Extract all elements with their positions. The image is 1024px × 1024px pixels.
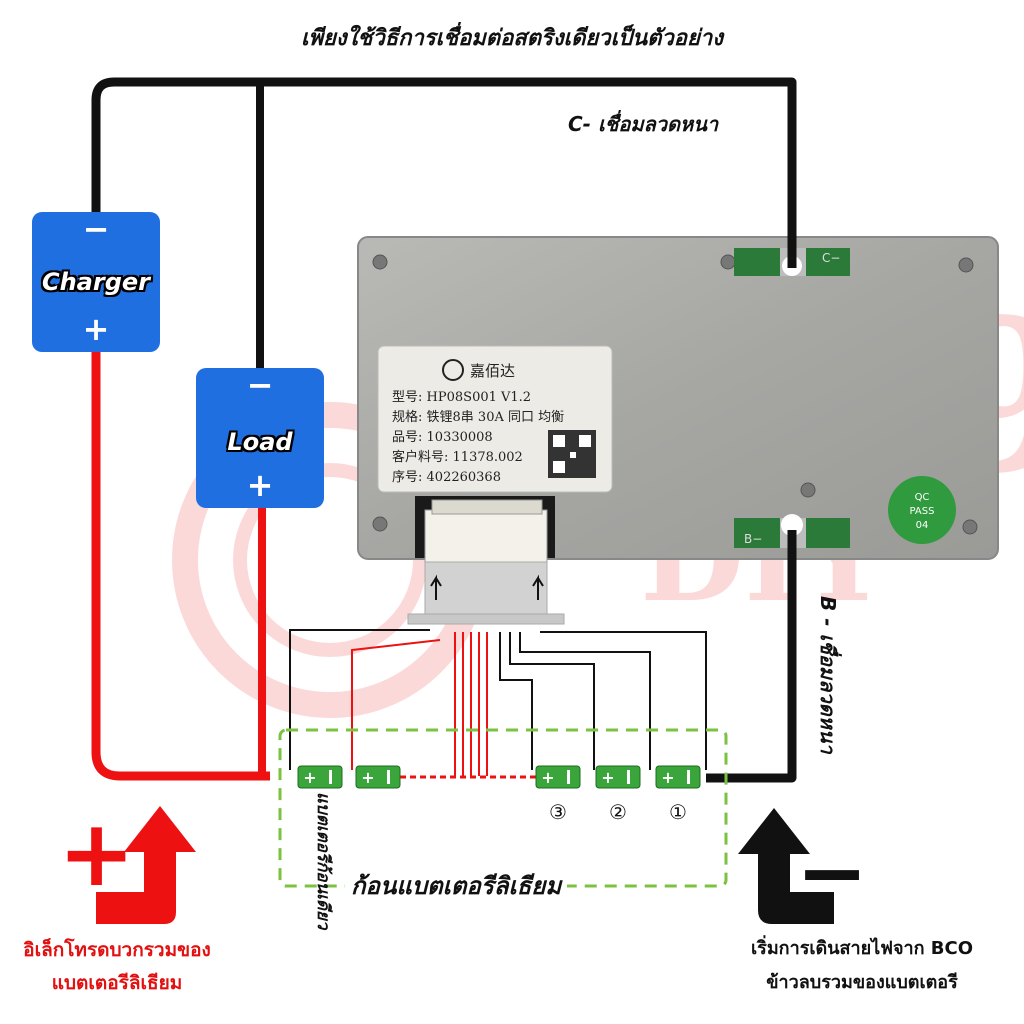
load-plus: + bbox=[246, 466, 274, 504]
red-up-arrow-icon bbox=[96, 806, 196, 924]
cell-number-2: ② bbox=[609, 800, 627, 824]
svg-text:B−: B− bbox=[744, 532, 762, 546]
positive-note: อิเล็กโทรดบวกรวมของ แบตเตอรีลิเธียม bbox=[4, 934, 230, 1000]
bco-note-line-2: ข้าวลบรวมของแบตเตอรี bbox=[766, 972, 958, 993]
cell-2: + bbox=[355, 765, 401, 789]
cells: + + + + + bbox=[297, 765, 701, 789]
bco-note-line-1: เริ่มการเดินสายไฟจาก BCO bbox=[751, 938, 973, 959]
load-minus: − bbox=[246, 366, 274, 404]
svg-text:+: + bbox=[361, 768, 374, 787]
cell-5: + bbox=[655, 765, 701, 789]
c-minus-label: C- เชื่อมลวดหนา bbox=[568, 112, 719, 136]
page-title: เพียงใช้วิธีการเชื่อมต่อสตริงเดียวเป็นตั… bbox=[301, 26, 723, 51]
bco-note: เริ่มการเดินสายไฟจาก BCO ข้าวลบรวมของแบต… bbox=[712, 932, 1012, 1000]
pack-outline bbox=[278, 728, 728, 888]
charger-plus: + bbox=[82, 310, 110, 348]
plate-row: 序号: 402260368 bbox=[392, 470, 501, 485]
big-plus-sign: + bbox=[58, 800, 136, 907]
svg-text:+: + bbox=[601, 768, 614, 787]
svg-text:C−: C− bbox=[822, 251, 840, 265]
positive-note-line-1: อิเล็กโทรดบวกรวมของ bbox=[23, 939, 211, 961]
cell-3: + bbox=[535, 765, 581, 789]
big-minus-sign: − bbox=[796, 823, 869, 923]
plate-row: 规格: 铁锂8串 30A 同口 均衡 bbox=[392, 410, 565, 425]
plate-row: 品号: 10330008 bbox=[392, 430, 493, 445]
svg-text:+: + bbox=[541, 768, 554, 787]
svg-text:+: + bbox=[661, 768, 674, 787]
svg-text:+: + bbox=[303, 768, 316, 787]
charger-box bbox=[32, 212, 160, 352]
balance-connector bbox=[407, 496, 565, 625]
plate-row: 型号: HP08S001 V1.2 bbox=[392, 390, 532, 405]
label-plate: 嘉佰达 bbox=[377, 345, 613, 493]
cell-number-3: ③ bbox=[549, 800, 567, 824]
plate-info: 型号: HP08S001 V1.2 规格: 铁锂8串 30A 同口 均衡 品号:… bbox=[392, 388, 564, 488]
cell-voltage-label: แบตเตอรีก้อนเดียว bbox=[313, 792, 333, 930]
main-wires bbox=[91, 77, 797, 783]
cell-4: + bbox=[595, 765, 641, 789]
cell-number-1: ① bbox=[669, 800, 687, 824]
cell-1: + bbox=[297, 765, 343, 789]
load-label: Load bbox=[227, 428, 293, 456]
qc-pass-badge: QC PASS 04 bbox=[888, 476, 956, 544]
svg-text:QC: QC bbox=[915, 492, 930, 503]
svg-text:04: 04 bbox=[916, 520, 929, 531]
charger-minus: − bbox=[82, 210, 110, 248]
pack-label: ก้อนแบตเตอรีลิเธียม bbox=[345, 866, 568, 905]
load-box bbox=[196, 368, 324, 508]
plate-row: 客户料号: 11378.002 bbox=[392, 450, 523, 465]
plate-brand: 嘉佰达 bbox=[470, 362, 515, 380]
black-up-arrow-icon bbox=[738, 808, 834, 924]
b-minus-label: B - เชื่อมลวดหนา bbox=[816, 596, 840, 754]
charger-label: Charger bbox=[41, 268, 151, 296]
svg-text:PASS: PASS bbox=[910, 506, 935, 517]
positive-note-line-2: แบตเตอรีลิเธียม bbox=[51, 972, 183, 994]
balance-wires bbox=[289, 629, 707, 776]
